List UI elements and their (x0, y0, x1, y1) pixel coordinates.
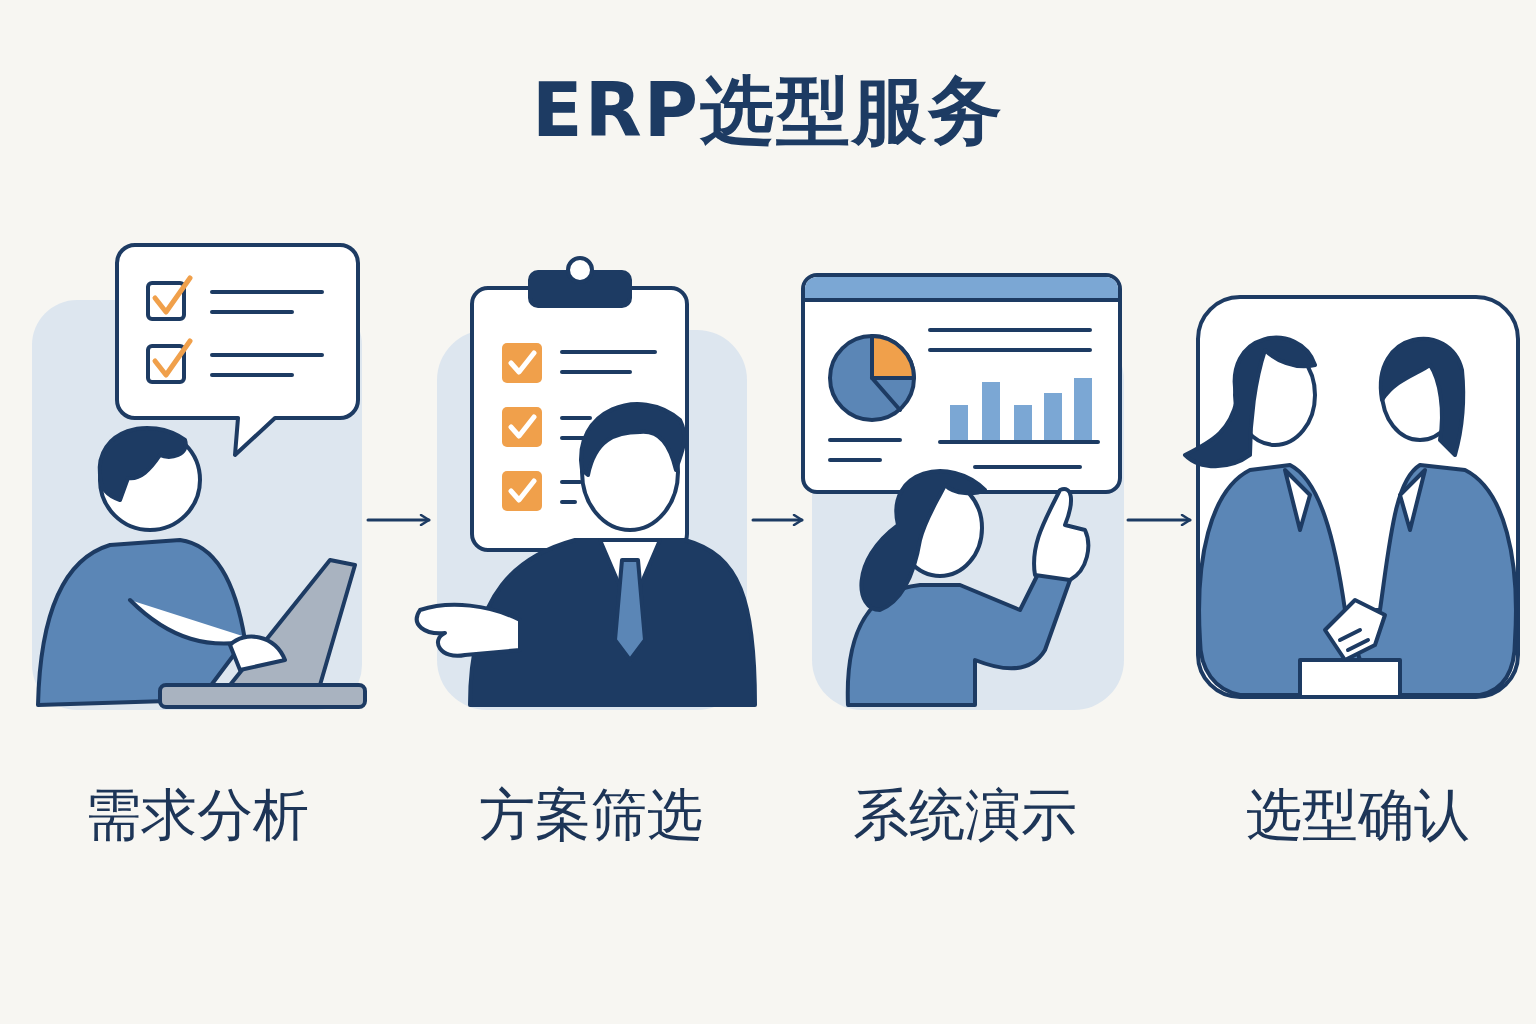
step-label: 方案筛选 (395, 778, 787, 854)
step-panel: 方案筛选 (435, 270, 747, 710)
step-panel: 选型确认 (1196, 295, 1520, 700)
flow-arrow (368, 519, 429, 522)
step-label: 系统演示 (768, 778, 1162, 854)
step-label: 需求分析 (0, 778, 402, 854)
step-label: 选型确认 (1156, 778, 1536, 854)
flow-arrow (1128, 519, 1190, 522)
flow-arrow (753, 519, 802, 522)
step-panel: 系统演示 (808, 275, 1122, 710)
diagram-title: ERP选型服务 (0, 62, 1536, 162)
step-panel: 需求分析 (32, 235, 362, 710)
